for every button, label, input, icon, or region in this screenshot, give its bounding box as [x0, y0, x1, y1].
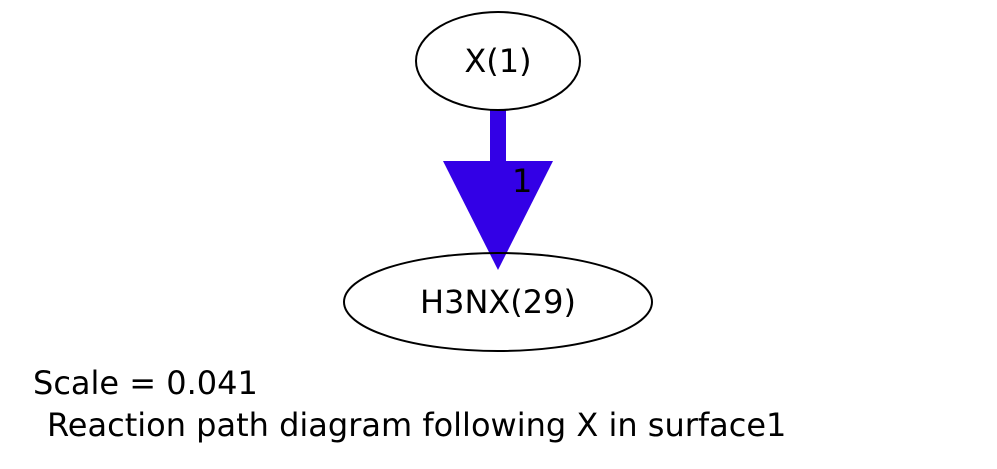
node-h3nx29: H3NX(29): [343, 252, 653, 352]
edge-shaft: [490, 110, 506, 164]
node-x1-label: X(1): [464, 42, 531, 80]
scale-caption: Scale = 0.041: [33, 364, 258, 402]
edge-x1-to-h3nx29: 1: [443, 110, 553, 270]
edge-label: 1: [512, 162, 532, 200]
diagram-title-caption: Reaction path diagram following X in sur…: [47, 406, 786, 444]
node-x1: X(1): [415, 11, 581, 111]
node-h3nx29-ellipse: [343, 252, 653, 352]
edge-arrowhead: [443, 161, 553, 270]
node-h3nx29-label: H3NX(29): [420, 283, 576, 321]
node-x1-ellipse: [415, 11, 581, 111]
